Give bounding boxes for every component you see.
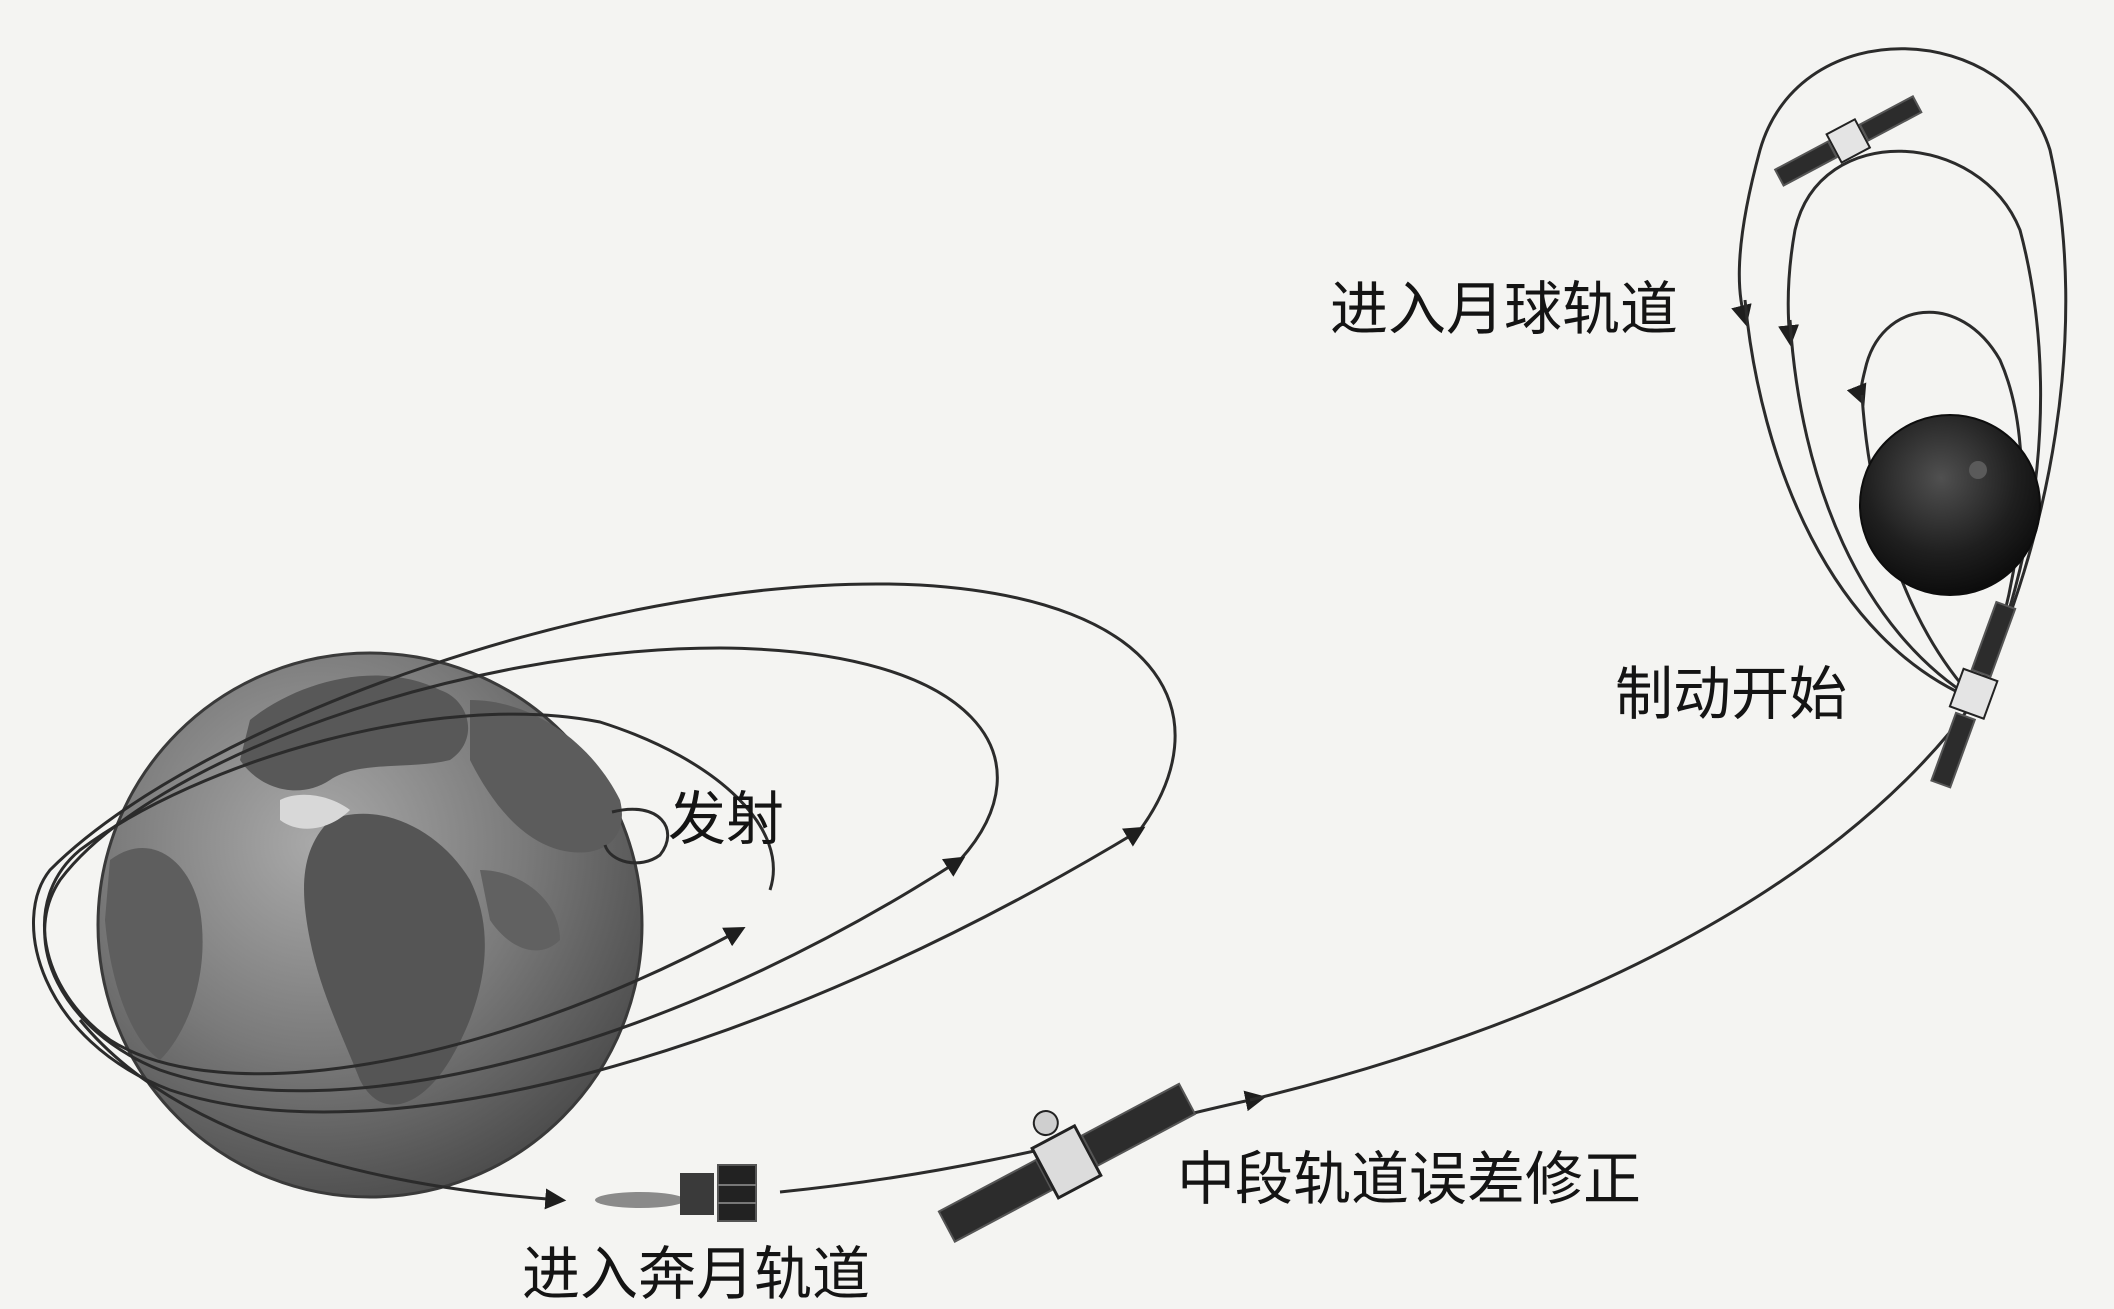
spacecraft-injection	[595, 1164, 757, 1222]
earth-landmass-highlight	[280, 794, 350, 829]
orbit-2	[43, 646, 999, 1093]
spacecraft-midcourse-panel-left	[937, 1158, 1054, 1243]
spacecraft-lunar-orbit	[1773, 95, 1923, 187]
lunar-orbit-inner	[1846, 310, 2024, 701]
orbit-3	[32, 582, 1177, 1114]
earth-landmass-asia	[470, 700, 622, 853]
earth	[96, 651, 644, 1199]
spacecraft-midcourse-panel-right	[1080, 1082, 1197, 1167]
spacecraft-braking-panel-right	[1970, 600, 2017, 678]
spacecraft-midcourse	[937, 1082, 1197, 1243]
lunar-orbits	[1731, 47, 2068, 702]
spacecraft-braking	[1930, 600, 2017, 789]
spacecraft-lunar-orbit-body	[1825, 117, 1872, 164]
spacecraft-braking-body	[1948, 667, 1999, 720]
spacecraft-braking-panel-left	[1930, 711, 1977, 789]
midcourse-correction-label: 中段轨道误差修正	[1177, 1145, 1642, 1213]
spacecraft-lunar-orbit-panel-left	[1773, 140, 1838, 187]
lunar-orbit-outer-return	[1743, 299, 1976, 702]
launch-loop	[603, 807, 670, 865]
earth-landmass-africa	[304, 813, 485, 1105]
translunar-injection-label: 进入奔月轨道	[522, 1240, 871, 1308]
lunar-orbit-entry-label: 进入月球轨道	[1330, 275, 1679, 343]
spacecraft-injection-panel	[717, 1164, 757, 1222]
spacecraft-midcourse-body	[1030, 1123, 1103, 1200]
departure-path	[78, 1019, 567, 1210]
earth-landmass-west	[105, 848, 203, 1060]
lunar-orbit-middle-return	[1788, 319, 1976, 702]
spacecraft-injection-body	[680, 1173, 714, 1215]
moon-crater	[1969, 461, 1987, 479]
earth-landmass-arabia	[480, 870, 560, 951]
orbit-1	[42, 712, 775, 1076]
transfer-path-2	[1249, 699, 1977, 1102]
spacecraft-midcourse-antenna	[1032, 1110, 1059, 1137]
spacecraft-lunar-orbit-panel-right	[1858, 95, 1923, 142]
earth-parking-orbits	[32, 582, 1177, 1114]
launch-label: 发射	[668, 785, 785, 853]
braking-start-label: 制动开始	[1615, 660, 1848, 728]
moon	[1859, 414, 2041, 596]
spacecraft-injection-exhaust	[595, 1192, 685, 1208]
lunar-orbit-outer	[1731, 47, 2068, 701]
